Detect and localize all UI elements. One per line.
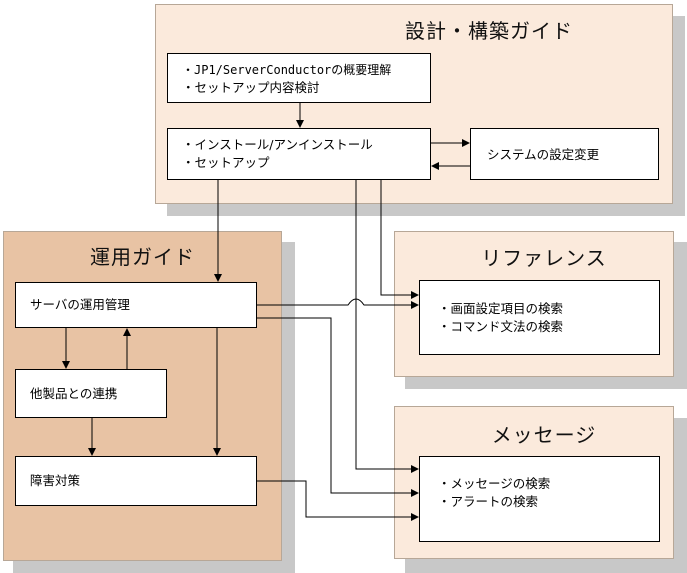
arrow-server-ops-to-reference bbox=[257, 298, 419, 309]
troubleshooting-box: 障害対策 bbox=[15, 456, 257, 506]
operation-guide-title: 運用ガイド bbox=[90, 245, 195, 269]
overview-box: ・JP1/ServerConductorの概要理解 ・セットアップ内容検討 bbox=[167, 53, 431, 103]
arrow-install-to-messages bbox=[355, 180, 419, 473]
arrow-server-ops-to-messages bbox=[257, 317, 419, 497]
system-settings-label: システムの設定変更 bbox=[487, 147, 600, 162]
arrow-troubleshooting-to-messages bbox=[257, 480, 419, 521]
overview-line-1: ・JP1/ServerConductorの概要理解 bbox=[182, 63, 392, 77]
messages-title: メッセージ bbox=[491, 423, 597, 447]
message-search-line-2: ・アラートの検索 bbox=[438, 494, 539, 509]
reference-search-line-1: ・画面設定項目の検索 bbox=[438, 301, 564, 316]
arrow-install-to-reference bbox=[380, 180, 419, 299]
message-search-box: ・メッセージの検索 ・アラートの検索 bbox=[419, 456, 660, 542]
integration-label: 他製品との連携 bbox=[30, 386, 118, 401]
reference-title: リファレンス bbox=[481, 246, 607, 270]
troubleshooting-label: 障害対策 bbox=[30, 473, 81, 488]
server-ops-label: サーバの運用管理 bbox=[30, 297, 130, 312]
integration-box: 他製品との連携 bbox=[15, 369, 167, 418]
install-box: ・インストール/アンインストール ・セットアップ bbox=[167, 128, 431, 180]
overview-line-2: ・セットアップ内容検討 bbox=[182, 80, 320, 95]
install-line-2: ・セットアップ bbox=[182, 155, 270, 170]
design-guide-title: 設計・構築ガイド bbox=[405, 19, 573, 43]
reference-search-line-2: ・コマンド文法の検索 bbox=[438, 319, 564, 334]
server-ops-box: サーバの運用管理 bbox=[15, 282, 257, 328]
message-search-line-1: ・メッセージの検索 bbox=[438, 476, 551, 491]
system-settings-box: システムの設定変更 bbox=[470, 128, 659, 180]
install-line-1: ・インストール/アンインストール bbox=[182, 137, 373, 152]
reference-search-box: ・画面設定項目の検索 ・コマンド文法の検索 bbox=[419, 280, 660, 355]
